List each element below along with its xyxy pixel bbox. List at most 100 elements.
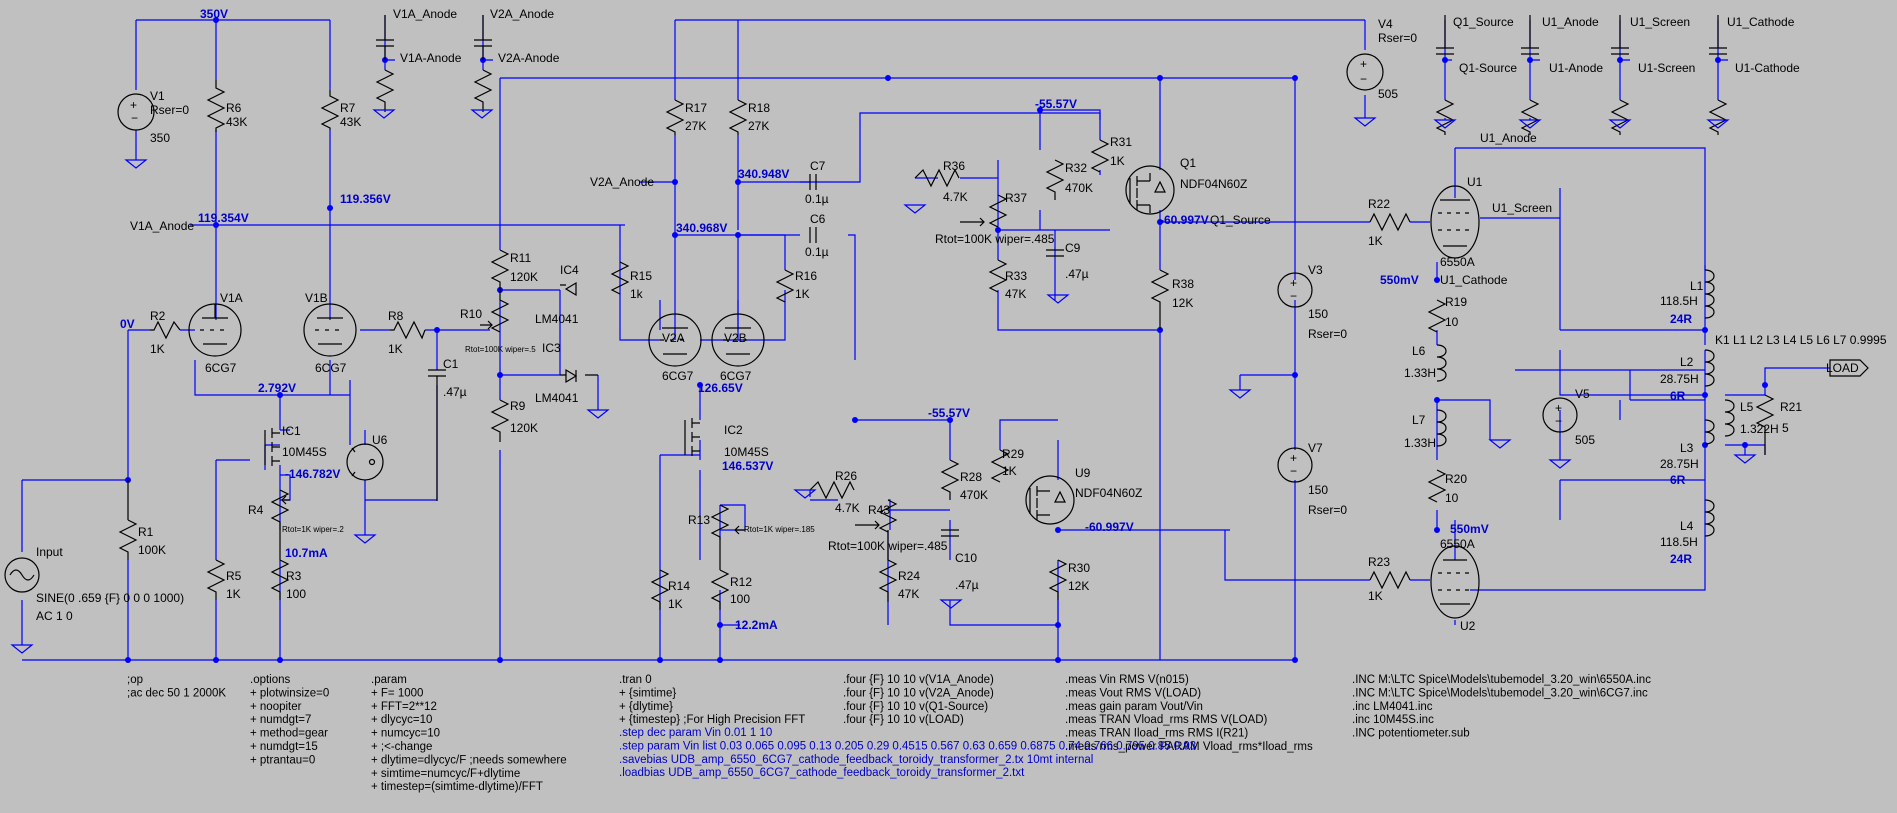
svg-text:Rser=0: Rser=0: [1308, 327, 1347, 341]
svg-text:R28: R28: [960, 470, 982, 484]
svg-text:+: +: [130, 98, 137, 112]
svg-text:1K: 1K: [150, 342, 165, 356]
svg-text:6CG7: 6CG7: [720, 369, 752, 383]
directive-col1-line: ;op: [127, 674, 143, 686]
svg-text:2.792V: 2.792V: [258, 381, 296, 395]
svg-text:AC 1 0: AC 1 0: [36, 609, 73, 623]
svg-text:6R: 6R: [1670, 473, 1686, 487]
resistor-R19: [1427, 299, 1447, 333]
svg-text:5: 5: [1782, 421, 1789, 435]
directive-col6-line: .meas gain param Vout/Vin: [1065, 701, 1203, 713]
directive-col7-line: .inc LM4041.inc: [1352, 701, 1433, 713]
svg-text:R32: R32: [1065, 161, 1087, 175]
svg-text:U1-Anode: U1-Anode: [1549, 61, 1603, 75]
svg-text:U1_Cathode: U1_Cathode: [1440, 273, 1508, 287]
svg-text:SINE(0 .659 {F} 0 0 0 1000): SINE(0 .659 {F} 0 0 0 1000): [36, 591, 184, 605]
svg-text:118.5H: 118.5H: [1660, 535, 1698, 549]
tube-V2A: [648, 313, 702, 367]
resistor-R22: [1369, 212, 1411, 232]
svg-text:.47µ: .47µ: [955, 578, 979, 592]
svg-text:Rtot=100K wiper=.485: Rtot=100K wiper=.485: [828, 539, 948, 553]
svg-text:U1_Cathode: U1_Cathode: [1727, 15, 1795, 29]
resistor-R24: [878, 530, 898, 602]
resistor-R8: [390, 320, 426, 340]
directive-col4-line: + {dlytime}: [619, 701, 673, 713]
mosfet-IC1: [264, 428, 280, 466]
svg-text:R30: R30: [1068, 561, 1090, 575]
inductor-L6: [1436, 344, 1447, 382]
svg-text:119.356V: 119.356V: [340, 192, 391, 206]
svg-text:U6: U6: [372, 433, 388, 447]
directive-step-line: .savebias UDB_amp_6550_6CG7_cathode_feed…: [619, 754, 1093, 766]
directive-col7-line: .INC potentiometer.sub: [1352, 728, 1470, 740]
svg-text:R2: R2: [150, 309, 166, 323]
svg-text:L3: L3: [1680, 441, 1694, 455]
directive-col5-line: .four {F} 10 10 v(V2A_Anode): [843, 687, 994, 699]
svg-text:-60.997V: -60.997V: [1085, 520, 1134, 534]
svg-text:U1_Screen: U1_Screen: [1492, 201, 1552, 215]
resistor-R28: [940, 459, 960, 500]
directive-col4-line: .tran 0: [619, 674, 652, 686]
svg-text:IC2: IC2: [724, 423, 743, 437]
svg-text:R33: R33: [1005, 269, 1027, 283]
svg-text:V2A_Anode: V2A_Anode: [490, 7, 554, 21]
svg-text:−: −: [1290, 289, 1297, 303]
svg-text:R26: R26: [835, 469, 857, 483]
svg-text:C6: C6: [810, 212, 826, 226]
svg-text:1K: 1K: [388, 342, 403, 356]
svg-text:12K: 12K: [1172, 296, 1193, 310]
directive-col7-line: .INC M:\LTC Spice\Models\tubemodel_3.20_…: [1352, 687, 1648, 699]
svg-text:0.1µ: 0.1µ: [805, 245, 829, 259]
svg-text:1.33H: 1.33H: [1404, 436, 1436, 450]
svg-text:6550A: 6550A: [1440, 255, 1475, 269]
svg-text:24R: 24R: [1670, 552, 1692, 566]
svg-text:U1: U1: [1467, 175, 1483, 189]
svg-text:IC3: IC3: [542, 341, 561, 355]
svg-text:6R: 6R: [1670, 389, 1686, 403]
svg-text:L5: L5: [1740, 400, 1754, 414]
mosfet-Q1: [1125, 165, 1175, 215]
svg-text:146.537V: 146.537V: [722, 459, 773, 473]
svg-text:43K: 43K: [340, 115, 361, 129]
svg-text:L7: L7: [1412, 413, 1426, 427]
svg-text:C7: C7: [810, 159, 826, 173]
resistor-R32: [1045, 159, 1065, 200]
tube-U1: [1430, 185, 1480, 259]
grounds: [10, 109, 1757, 654]
capacitor-C6: [809, 227, 817, 243]
directive-col6-line: .meas Vin RMS V(n015): [1065, 674, 1189, 686]
inductor-L2: [1704, 349, 1715, 387]
mosfet-U9: [1025, 475, 1075, 525]
svg-text:V2A_Anode: V2A_Anode: [590, 175, 654, 189]
svg-text:1.322H: 1.322H: [1740, 422, 1779, 436]
capacitor-C7: [809, 174, 817, 190]
svg-text:IC4: IC4: [560, 263, 579, 277]
svg-text:550mV: 550mV: [1380, 273, 1419, 287]
wires: [21, 15, 1830, 661]
svg-text:47K: 47K: [1005, 287, 1026, 301]
svg-text:1K: 1K: [1002, 464, 1017, 478]
svg-text:1K: 1K: [1368, 234, 1383, 248]
directive-col6-line: .meas TRAN Iload_rms RMS I(R21): [1065, 728, 1248, 740]
inductors: [1436, 269, 1735, 537]
source-V3: [1277, 272, 1313, 308]
svg-text:V1A_Anode: V1A_Anode: [130, 219, 194, 233]
svg-text:100: 100: [286, 587, 306, 601]
directive-col4-line: + {simtime}: [619, 687, 676, 699]
svg-text:100K: 100K: [138, 543, 166, 557]
capacitor-C10: [941, 529, 959, 537]
directive-col6-line: .meas Vout RMS V(LOAD): [1065, 687, 1201, 699]
resistor-R38: [1150, 269, 1170, 330]
svg-text:+: +: [1290, 451, 1297, 465]
svg-text:R3: R3: [286, 569, 302, 583]
resistor-R15: [610, 261, 630, 295]
resistor-R16: [775, 269, 795, 303]
voltage-sources: +− +− +− +− +−: [4, 53, 1578, 593]
directive-col2-line: + ptrantau=0: [250, 754, 315, 766]
svg-text:L6: L6: [1412, 344, 1426, 358]
svg-text:V2B: V2B: [724, 331, 747, 345]
svg-text:6550A: 6550A: [1440, 537, 1475, 551]
svg-text:43K: 43K: [226, 115, 247, 129]
resistor-R11: [490, 249, 510, 300]
